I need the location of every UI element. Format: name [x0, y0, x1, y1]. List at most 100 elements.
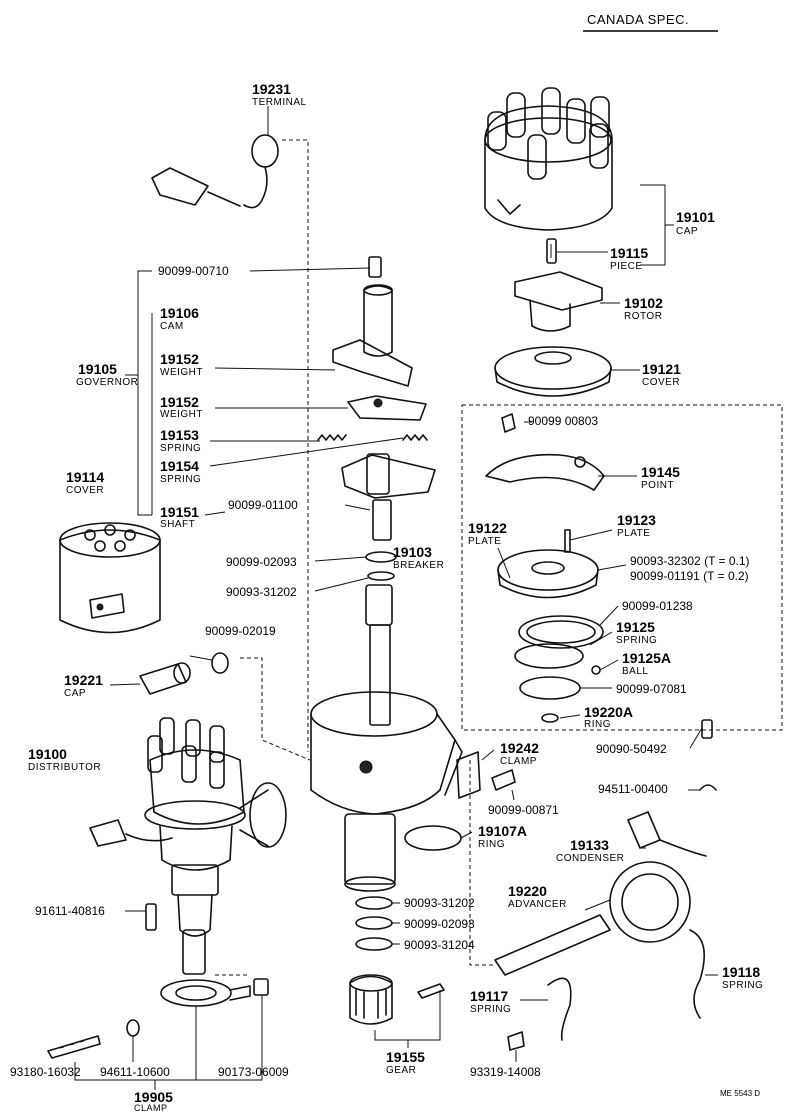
label-spring-plate-name: SPRING: [616, 635, 658, 646]
label-point-name: POINT: [641, 480, 675, 491]
label-plate-upper-name: PLATE: [617, 528, 651, 539]
label-screw-clamp: 90099-00871: [488, 803, 559, 817]
label-terminal-no: 19231: [252, 81, 291, 97]
label-cover-dust-no: 19121: [642, 361, 681, 377]
label-clip: 94511-00400: [598, 782, 668, 796]
leader-lines: [74, 106, 718, 1090]
label-gear-no: 19155: [386, 1049, 425, 1065]
label-cover-dust-name: COVER: [642, 377, 681, 388]
label-bolt-left: 91611-40816: [35, 904, 105, 918]
label-washer-a: 90099-02093: [226, 555, 297, 569]
label-breaker-name: BREAKER: [393, 560, 445, 571]
bottom-hardware-drawing: [47, 903, 269, 1059]
gear-drawing: [349, 974, 445, 1025]
label-ring-small-name: RING: [584, 719, 611, 730]
label-clamp-small-name: CLAMP: [500, 756, 537, 767]
label-spring-adv-no: 19118: [722, 964, 761, 980]
small-cap-drawing: [139, 662, 191, 695]
label-washer-shaft: 90099-01100: [228, 498, 298, 512]
label-spring2-no: 19154: [160, 458, 199, 474]
label-point-no: 19145: [641, 464, 680, 480]
distributor-cap-drawing: [484, 87, 613, 231]
label-weight2-name: WEIGHT: [160, 409, 203, 420]
assembled-distributor-drawing: [89, 717, 287, 975]
label-spring1-no: 19153: [160, 427, 199, 443]
label-plate-lower-name: PLATE: [468, 536, 502, 547]
rotor-drawing: [514, 271, 603, 332]
label-governor-name: GOVERNOR: [76, 377, 139, 388]
label-snap-ring: 90099-07081: [616, 682, 687, 696]
label-cap-name: CAP: [676, 226, 699, 237]
footer-code: ME 5543 D: [720, 1089, 761, 1098]
label-washer-t1: 90093-32302 (T = 0.1): [630, 554, 750, 568]
label-cap-small-name: CAP: [64, 688, 87, 699]
label-washer-d: 90099-02019: [205, 624, 276, 638]
label-piece-name: PIECE: [610, 261, 643, 272]
label-ring-small-no: 19220A: [584, 704, 634, 720]
label-weight1-no: 19152: [160, 351, 199, 367]
label-cap-no: 19101: [676, 209, 715, 225]
label-ball-name: BALL: [622, 666, 649, 677]
label-shaft-no: 19151: [160, 504, 199, 520]
right-side-drawing: [404, 719, 717, 1051]
label-spring-plate-no: 19125: [616, 619, 655, 635]
label-rotor-no: 19102: [624, 295, 663, 311]
label-distributor-no: 19100: [28, 746, 67, 762]
label-screw-top: 90099-00710: [158, 264, 229, 278]
label-oring-name: RING: [478, 839, 505, 850]
label-shaft-name: SHAFT: [160, 519, 196, 530]
label-washer-c: 90099-01238: [622, 599, 693, 613]
label-washer-t2: 90099-01191 (T = 0.2): [630, 569, 749, 583]
breaker-parts-drawing: [485, 413, 605, 723]
dust-cover-drawing: [494, 346, 612, 397]
spec-header: CANADA SPEC.: [587, 12, 690, 27]
box-cover-drawing: [59, 522, 161, 634]
washer-small-drawing: [211, 652, 229, 674]
assembly-dashed-lines: [215, 139, 495, 976]
housing-drawing: [310, 691, 463, 892]
breaker-group-box: [461, 404, 783, 731]
label-weight2-no: 19152: [160, 394, 199, 410]
label-cam-no: 19106: [160, 305, 199, 321]
label-cover-box-no: 19114: [66, 469, 105, 485]
label-oring-no: 19107A: [478, 823, 528, 839]
label-screw-plate: 90099 00803: [528, 414, 599, 428]
label-weight1-name: WEIGHT: [160, 367, 203, 378]
label-terminal-name: TERMINAL: [252, 97, 307, 108]
piece-drawing: [546, 238, 557, 264]
label-spring-link-name: SPRING: [470, 1004, 512, 1015]
label-bolt-bottom: 93180-16032: [10, 1065, 81, 1079]
label-clamp-big-no: 19905: [134, 1089, 173, 1105]
label-cover-box-name: COVER: [66, 485, 105, 496]
label-spring1-name: SPRING: [160, 443, 202, 454]
label-condenser-no: 19133: [570, 837, 609, 853]
label-nut-bottom: 90173-06009: [218, 1065, 289, 1079]
label-condenser-name: CONDENSER: [556, 853, 625, 864]
label-screw-bottom: 93319-14008: [470, 1065, 541, 1079]
label-rotor-name: ROTOR: [624, 311, 663, 322]
label-clamp-small-no: 19242: [500, 740, 539, 756]
clamp-drawing: [160, 979, 251, 1007]
terminal-drawing: [151, 134, 279, 209]
label-ball-no: 19125A: [622, 650, 672, 666]
label-spring-link-no: 19117: [470, 988, 509, 1004]
label-piece-no: 19115: [610, 245, 649, 261]
label-gear-name: GEAR: [386, 1065, 417, 1076]
label-breaker-no: 19103: [393, 544, 432, 560]
label-cam-name: CAM: [160, 321, 184, 332]
label-advancer-no: 19220: [508, 883, 547, 899]
label-clamp-big-name: CLAMP: [134, 1103, 168, 1113]
label-w3: 90093-31204: [404, 938, 475, 952]
label-washer-b: 90093-31202: [226, 585, 297, 599]
label-spring-adv-name: SPRING: [722, 980, 764, 991]
label-cap-small-no: 19221: [64, 672, 103, 688]
label-spring2-name: SPRING: [160, 474, 202, 485]
label-plate-upper-no: 19123: [617, 512, 656, 528]
governor-drawing: [317, 256, 436, 726]
label-distributor-name: DISTRIBUTOR: [28, 762, 102, 773]
label-w2: 90099-02093: [404, 917, 475, 931]
label-w1: 90093-31202: [404, 896, 475, 910]
label-screw-right: 90090-50492: [596, 742, 667, 756]
